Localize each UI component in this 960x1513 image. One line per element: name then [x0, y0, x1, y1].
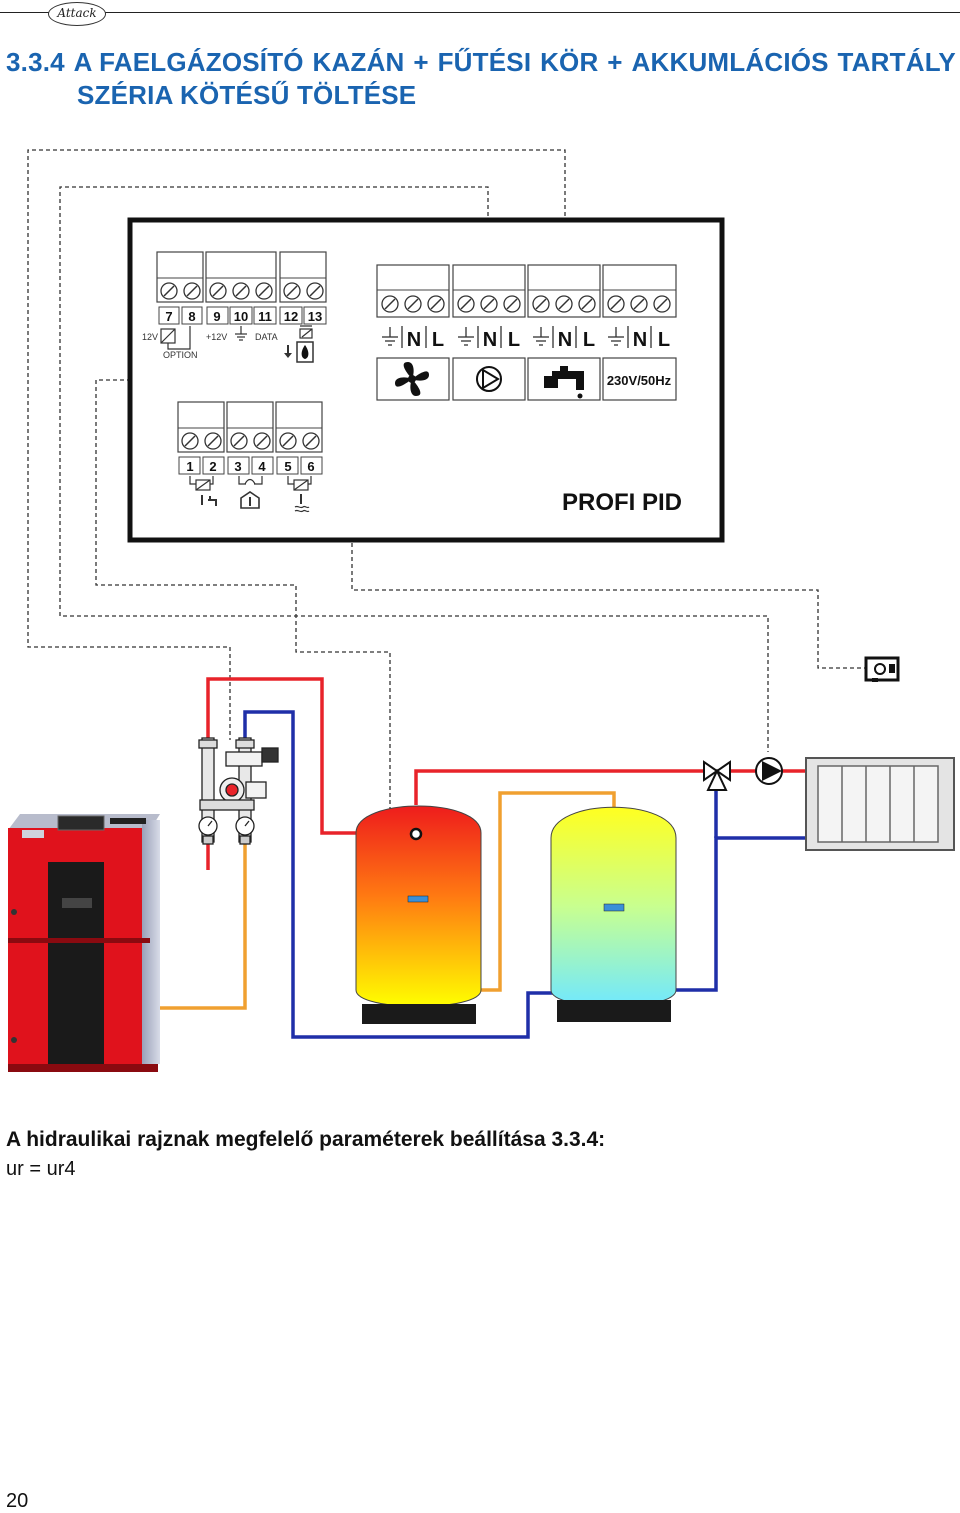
pipe-boiler-flow: [206, 677, 360, 835]
terminal-block-top: 7 8 9 10 11 12 13 12V OPTION +12V DATA: [142, 251, 327, 363]
label-l: L: [658, 329, 670, 351]
title-word: AKKUMLÁCIÓS: [631, 47, 829, 77]
title-number: 3.3.4: [6, 47, 65, 77]
label-12v: 12V: [142, 332, 158, 342]
label-n: N: [633, 329, 647, 351]
wire-pump-boiler: [27, 149, 566, 740]
header-rule: [0, 12, 960, 13]
sensor-icon: [409, 827, 423, 841]
terminal-label: 1: [186, 459, 193, 474]
label-l: L: [508, 329, 520, 351]
pipe-heating-flow: [414, 769, 704, 805]
second-tank: [550, 806, 677, 1022]
terminal-label: 4: [258, 459, 266, 474]
parameter-setting: ur = ur4: [6, 1158, 76, 1180]
title-word: TARTÁLY: [837, 47, 956, 77]
terminal-block-bottom: 1 2 3 4 5 6: [177, 401, 323, 513]
caption: A hidraulikai rajznak megfelelő paraméte…: [6, 1128, 606, 1151]
terminal-label: 3: [234, 459, 241, 474]
terminal-label: 9: [213, 309, 220, 324]
terminal-label: 6: [307, 459, 314, 474]
label-n: N: [558, 329, 572, 351]
pipe-tank-link: [480, 791, 616, 992]
pipe-boiler-return: [243, 710, 555, 1039]
terminal-block-power: N L N L N L N L: [376, 264, 677, 401]
title-word: KÖR: [540, 47, 599, 77]
attack-logo: Attack: [48, 2, 106, 26]
earth-icons: [382, 326, 652, 348]
radiator-icon: [805, 757, 955, 851]
room-thermostat-icon: [238, 476, 263, 509]
terminal-label: 5: [284, 459, 291, 474]
section-title: 3.3.4 A FAELGÁZOSÍTÓ KAZÁN + FŰTÉSI KÖR …: [6, 46, 956, 112]
terminal-label: 10: [234, 309, 248, 324]
label-data: DATA: [255, 332, 278, 342]
terminal-label: 7: [165, 309, 172, 324]
title-word: KAZÁN: [312, 47, 405, 77]
flame-sensor-icon: [284, 325, 314, 363]
controller-name: PROFI PID: [562, 489, 682, 516]
ground-icon: [235, 326, 247, 341]
hydraulic-diagram: 7 8 9 10 11 12 13 12V OPTION +12V DATA: [8, 149, 955, 1072]
boiler-pump-group: [198, 737, 279, 845]
label-n: N: [483, 329, 497, 351]
tank-sensor-icon: [287, 476, 312, 513]
pump-icon: [476, 366, 502, 392]
accumulation-tank: [355, 805, 482, 1024]
terminal-label: 2: [209, 459, 216, 474]
terminal-label: 8: [188, 309, 195, 324]
terminal-label: 11: [258, 309, 272, 324]
heating-pump-icon: [755, 757, 783, 785]
title-word: A FAELGÁZOSÍTÓ: [73, 47, 304, 77]
three-way-valve-icon: [703, 760, 731, 791]
wire-pump-heating: [59, 186, 769, 752]
title-word: FŰTÉSI: [437, 47, 532, 77]
label-n: N: [407, 329, 421, 351]
tap-icon: [544, 366, 584, 399]
boiler-icon: [8, 814, 160, 1072]
title-line-1: 3.3.4 A FAELGÁZOSÍTÓ KAZÁN + FŰTÉSI KÖR …: [6, 46, 956, 79]
title-line-2: SZÉRIA KÖTÉSŰ TÖLTÉSE: [77, 80, 417, 110]
pipe-heating-return: [676, 836, 806, 992]
terminal-label: 13: [308, 309, 322, 324]
label-option: OPTION: [163, 350, 198, 360]
thermostat-icon: [864, 656, 900, 682]
power-supply-label: 230V/50Hz: [607, 373, 672, 388]
fan-icon: [395, 362, 429, 396]
title-word: +: [413, 47, 429, 77]
relay-icon: [160, 326, 191, 350]
pipe-boiler-return-warm: [158, 840, 247, 1010]
water-sensor-icon: [189, 476, 217, 506]
label-plus12v: +12V: [206, 332, 227, 342]
label-l: L: [432, 329, 444, 351]
page-number: 20: [6, 1490, 29, 1512]
wire-sensor-tank: [95, 379, 391, 832]
title-word: +: [607, 47, 623, 77]
label-l: L: [583, 329, 595, 351]
terminal-label: 12: [284, 309, 298, 324]
